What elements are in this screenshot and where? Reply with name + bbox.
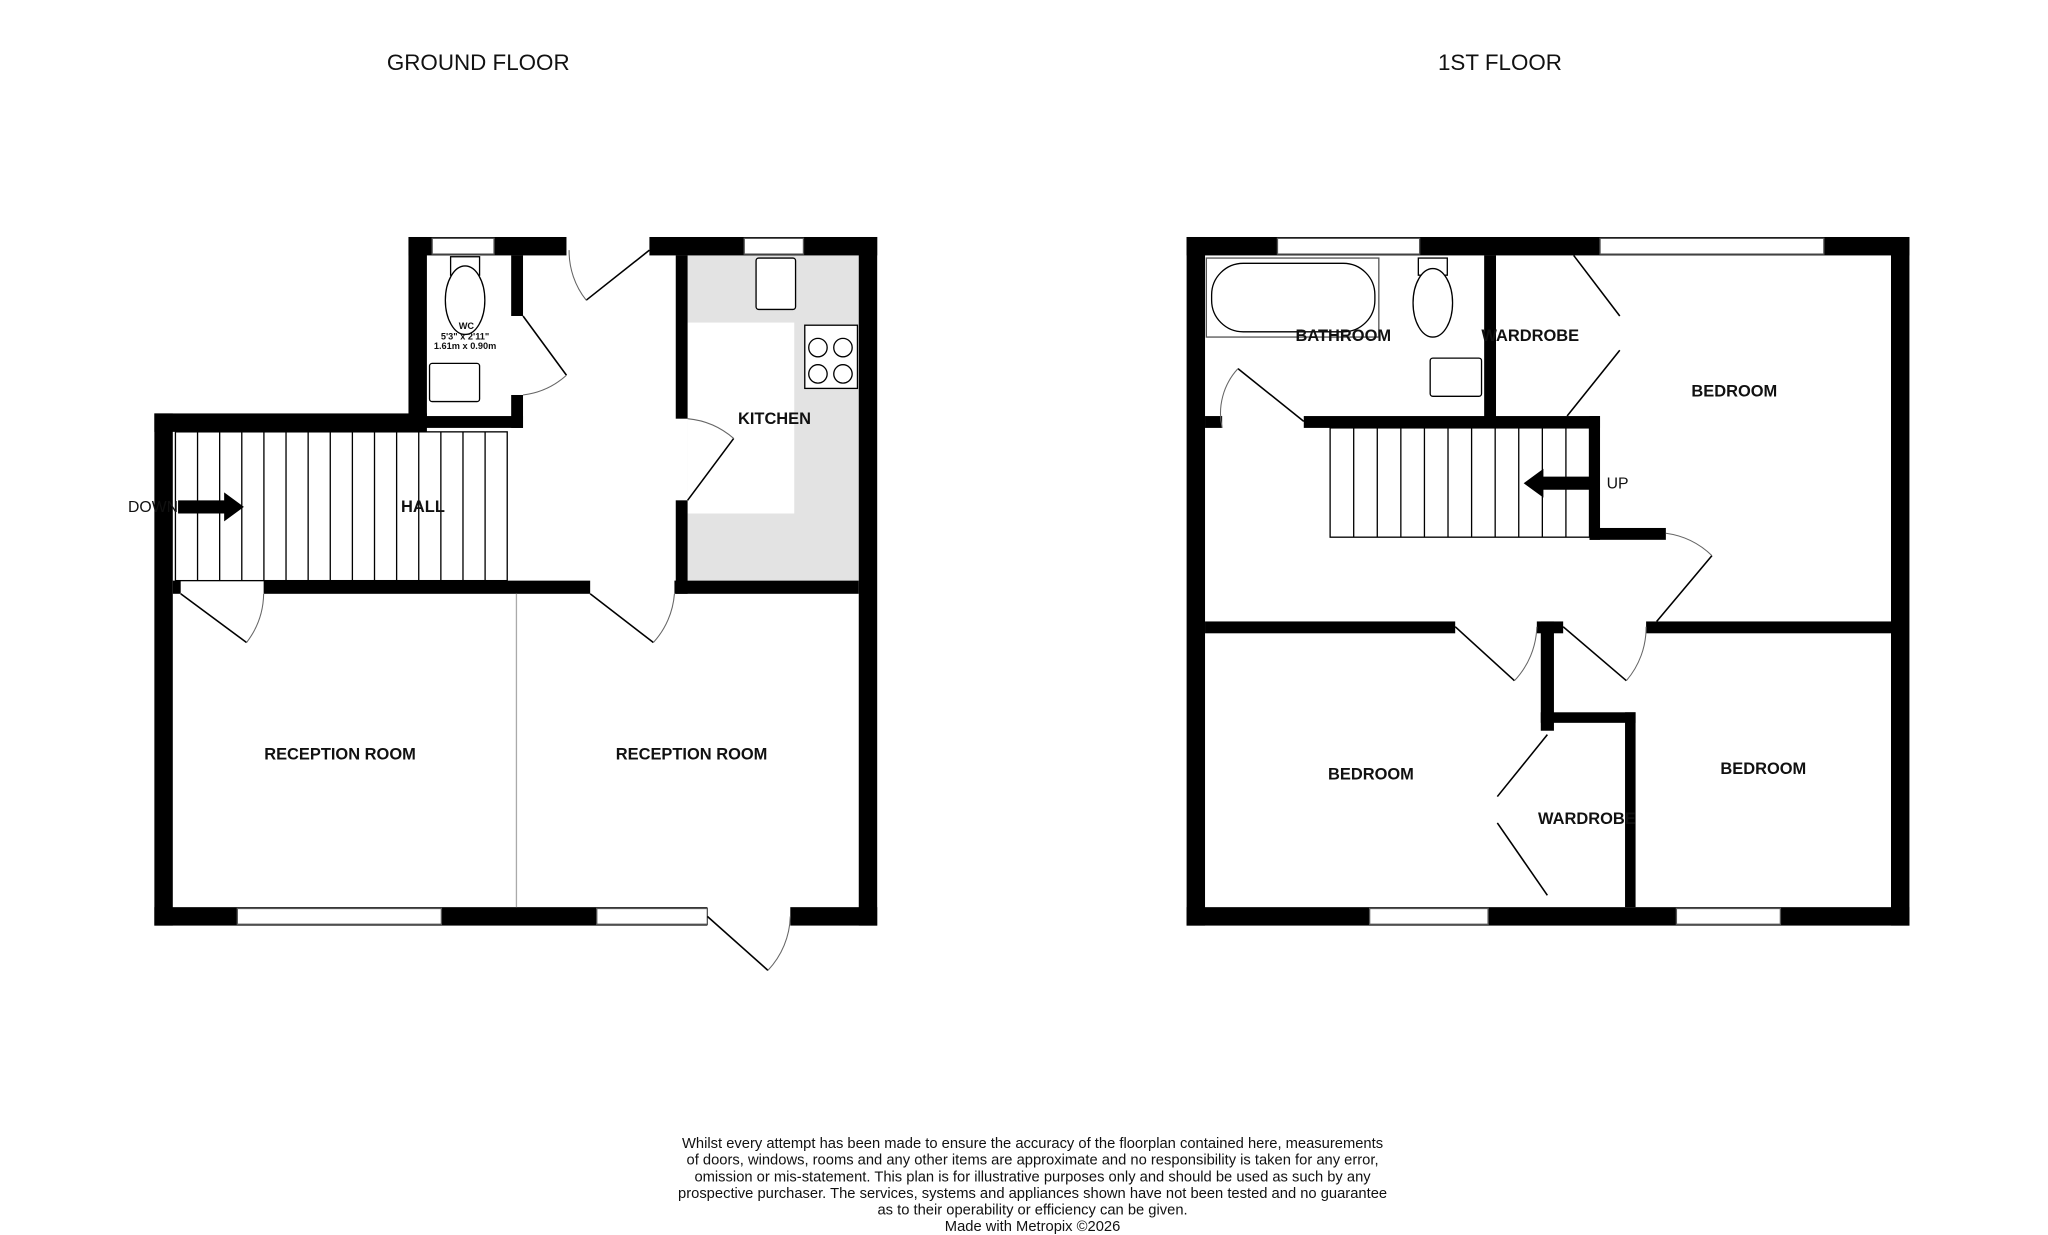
kitchen-sink-icon <box>755 257 797 311</box>
bathroom-label: BATHROOM <box>1295 327 1391 345</box>
bath-icon <box>1205 257 1380 338</box>
first-floor-title: 1ST FLOOR <box>1438 50 1562 75</box>
disclaimer-line: Whilst every attempt has been made to en… <box>682 1136 1383 1152</box>
stair-up-label: UP <box>1607 475 1629 492</box>
ground-doors[interactable] <box>180 249 791 971</box>
window <box>596 907 709 925</box>
wc-toilet-icon <box>444 256 486 336</box>
wc-dims-metric: 1.61m x 0.90m <box>434 341 496 351</box>
first-doors[interactable] <box>1220 254 1713 896</box>
sink-icon <box>1429 357 1483 397</box>
sink-icon <box>428 362 481 403</box>
wc-dims-imperial: 5'3" x 2'11" <box>441 332 489 342</box>
first-stairs <box>1329 427 1591 538</box>
toilet-icon <box>1412 257 1454 338</box>
wc-label: WC <box>459 321 475 331</box>
reception-room-right-label: RECEPTION ROOM <box>616 746 768 764</box>
first-floor: 1ST FLOOR <box>1186 50 1910 926</box>
window <box>1599 237 1825 255</box>
window <box>431 237 495 255</box>
window <box>1675 907 1782 925</box>
window <box>1368 907 1489 925</box>
stair-arrow-icon <box>178 492 244 522</box>
stair-arrow-icon <box>1523 468 1590 498</box>
ground-floor-title: GROUND FLOOR <box>387 50 570 75</box>
window <box>1276 237 1421 255</box>
bedroom-bottom-left-label: BEDROOM <box>1328 765 1414 783</box>
disclaimer-line: as to their operability or efficiency ca… <box>877 1202 1187 1218</box>
ground-floor: GROUND FLOOR <box>128 50 878 971</box>
kitchen-label: KITCHEN <box>738 410 811 428</box>
disclaimer-line: omission or mis-statement. This plan is … <box>694 1169 1371 1185</box>
credit: Made with Metropix ©2026 <box>945 1219 1120 1235</box>
wardrobe-top-label: WARDROBE <box>1481 327 1579 345</box>
window <box>743 237 805 255</box>
hall-label: HALL <box>401 498 445 516</box>
disclaimer-line: of doors, windows, rooms and any other i… <box>687 1153 1379 1169</box>
kitchen-floor-clear <box>687 322 795 514</box>
reception-room-left-label: RECEPTION ROOM <box>264 746 416 764</box>
disclaimer: Whilst every attempt has been made to en… <box>678 1136 1387 1235</box>
disclaimer-line: prospective purchaser. The services, sys… <box>678 1186 1387 1202</box>
ground-stairs <box>174 431 508 582</box>
bedroom-top-right-label: BEDROOM <box>1691 382 1777 400</box>
hob-icon <box>804 324 859 390</box>
wardrobe-bottom-label: WARDROBE <box>1538 810 1636 828</box>
stair-down-label: DOWN <box>128 499 178 516</box>
bedroom-bottom-right-label: BEDROOM <box>1720 760 1806 778</box>
window <box>236 907 443 925</box>
